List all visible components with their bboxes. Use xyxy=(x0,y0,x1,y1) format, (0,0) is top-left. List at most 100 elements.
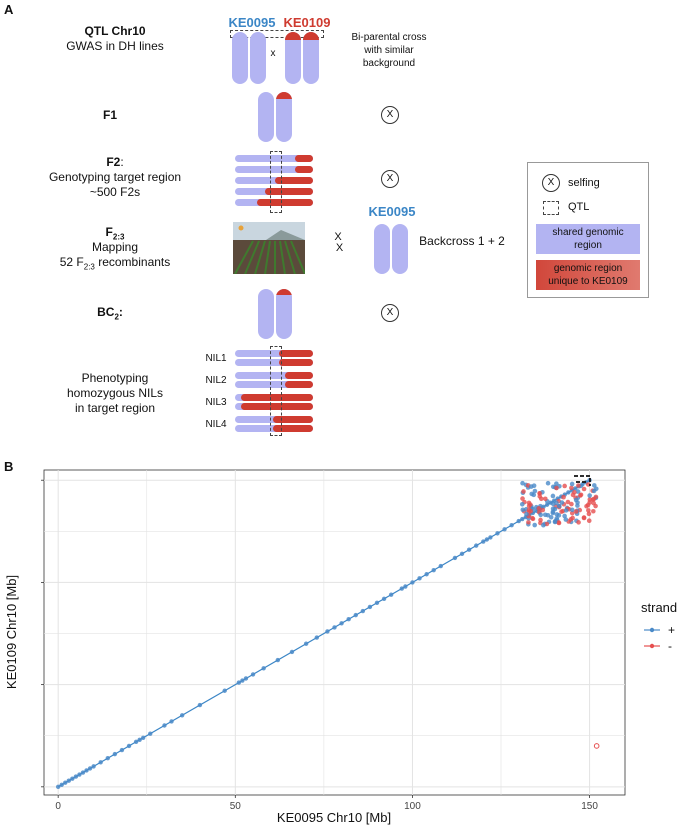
diag-point-60 xyxy=(509,522,514,528)
diag-point-61 xyxy=(516,518,521,524)
backcross-parent: KE0095 xyxy=(368,204,416,219)
cluster-point-70 xyxy=(537,491,542,496)
diag-point-43 xyxy=(388,592,394,597)
diag-point-5 xyxy=(73,774,79,779)
cluster-point-132 xyxy=(577,493,583,498)
pheno-line3: in target region xyxy=(74,401,156,415)
diag-point-55 xyxy=(481,539,486,544)
diag-point-35 xyxy=(332,625,337,630)
bc2-title: BC2: xyxy=(80,305,140,324)
diag-point-16 xyxy=(133,739,139,745)
cluster-point-80 xyxy=(529,491,535,497)
nil4-strip-bottom xyxy=(235,425,313,432)
legend-minus-point xyxy=(649,643,655,649)
diag-point-26 xyxy=(240,678,245,683)
diag-point-48 xyxy=(424,572,429,577)
cluster-point-139 xyxy=(572,490,577,495)
cluster-point-143 xyxy=(550,506,556,512)
cluster-point-36 xyxy=(569,485,574,491)
parent1-label: KE0095 xyxy=(228,15,276,30)
cluster-point-126 xyxy=(554,500,559,506)
diag-point-53 xyxy=(466,547,472,552)
cluster-point-39 xyxy=(581,486,587,492)
diag-point-59 xyxy=(502,527,507,532)
cluster-point-56 xyxy=(554,481,559,486)
cluster-point-121 xyxy=(559,500,565,505)
diag-point-33 xyxy=(314,635,319,640)
diag-point-30 xyxy=(275,657,281,663)
cluster-point-144 xyxy=(532,488,538,494)
cluster-point-129 xyxy=(538,496,544,502)
cluster-point-76 xyxy=(544,521,550,527)
diag-point-18 xyxy=(140,735,146,740)
diag-point-20 xyxy=(162,723,167,728)
diag-point-37 xyxy=(346,617,351,622)
qtl-marker xyxy=(574,475,591,486)
cross-note-line1: Bi-parental cross xyxy=(351,32,427,43)
bc2-title-main: BC xyxy=(97,305,115,319)
parent2-chromosome-left xyxy=(285,32,301,84)
cluster-point-95 xyxy=(575,500,580,505)
f2-strip-2 xyxy=(235,166,313,173)
cluster-point-68 xyxy=(591,500,596,506)
nil3-strip-bottom xyxy=(235,403,313,410)
f23-line2-b: recombinants xyxy=(94,255,171,269)
f2-strip-1 xyxy=(235,155,313,162)
diag-point-52 xyxy=(459,551,465,557)
selfing-symbol-f2: X xyxy=(381,170,399,188)
cluster-point-99 xyxy=(584,503,589,509)
cluster-point-104 xyxy=(554,516,559,521)
diag-point-50 xyxy=(438,563,443,569)
diag-point-4 xyxy=(70,776,75,781)
diag-point-9 xyxy=(87,766,93,771)
cluster-point-100 xyxy=(586,508,591,513)
f23-title: F2:3 xyxy=(80,225,150,244)
cluster-point-134 xyxy=(576,520,581,525)
bc2-title-colon: : xyxy=(118,305,123,319)
diag-point-22 xyxy=(179,713,185,718)
diag-point-34 xyxy=(325,629,330,634)
diagonal-line xyxy=(57,479,590,788)
cross-note-line2: with similar xyxy=(364,45,414,56)
cluster-point-79 xyxy=(536,506,542,511)
f2-strip-4 xyxy=(235,188,313,195)
qtl-subtitle: GWAS in DH lines xyxy=(66,39,164,53)
parent2-label: KE0109 xyxy=(283,15,331,30)
diag-point-36 xyxy=(339,621,344,626)
cluster-point-120 xyxy=(524,511,529,517)
cluster-point-123 xyxy=(530,516,536,522)
field-photo xyxy=(233,222,305,274)
diag-point-19 xyxy=(148,731,153,736)
data-points xyxy=(55,478,600,790)
selfing-x-double: X X xyxy=(332,231,344,254)
diag-point-77 xyxy=(573,486,578,491)
parent2-chromosome-right xyxy=(303,32,319,84)
diag-point-56 xyxy=(484,537,490,542)
diag-point-29 xyxy=(261,666,266,671)
legend-minus-label: - xyxy=(668,639,672,653)
x-axis-label: KE0095 Chr10 [Mb] xyxy=(277,810,391,825)
f23-title-main: F xyxy=(105,225,113,239)
diag-point-27 xyxy=(243,676,249,681)
selfing-symbol-bc2: X xyxy=(381,304,399,322)
diag-point-17 xyxy=(137,737,142,743)
legend-selfing-symbol: X xyxy=(542,174,560,192)
legend-unique-swatch xyxy=(536,260,640,290)
diag-point-49 xyxy=(431,567,436,573)
diag-point-75 xyxy=(566,490,571,495)
selfing-symbol-f1: X xyxy=(381,106,399,124)
diag-point-1 xyxy=(59,782,64,787)
f2-qtl-box xyxy=(270,151,282,213)
cluster-point-149 xyxy=(538,512,544,518)
cluster-point-124 xyxy=(528,508,533,514)
f1-label: F1 xyxy=(102,108,117,122)
f2-title-bold: F2 xyxy=(106,155,121,169)
diag-point-15 xyxy=(126,743,132,749)
diag-point-41 xyxy=(374,600,380,606)
cluster-point-19 xyxy=(550,493,556,499)
diag-point-32 xyxy=(303,641,309,646)
cluster-point-108 xyxy=(519,501,525,507)
cluster-point-117 xyxy=(590,497,596,502)
cluster-point-105 xyxy=(542,512,548,518)
